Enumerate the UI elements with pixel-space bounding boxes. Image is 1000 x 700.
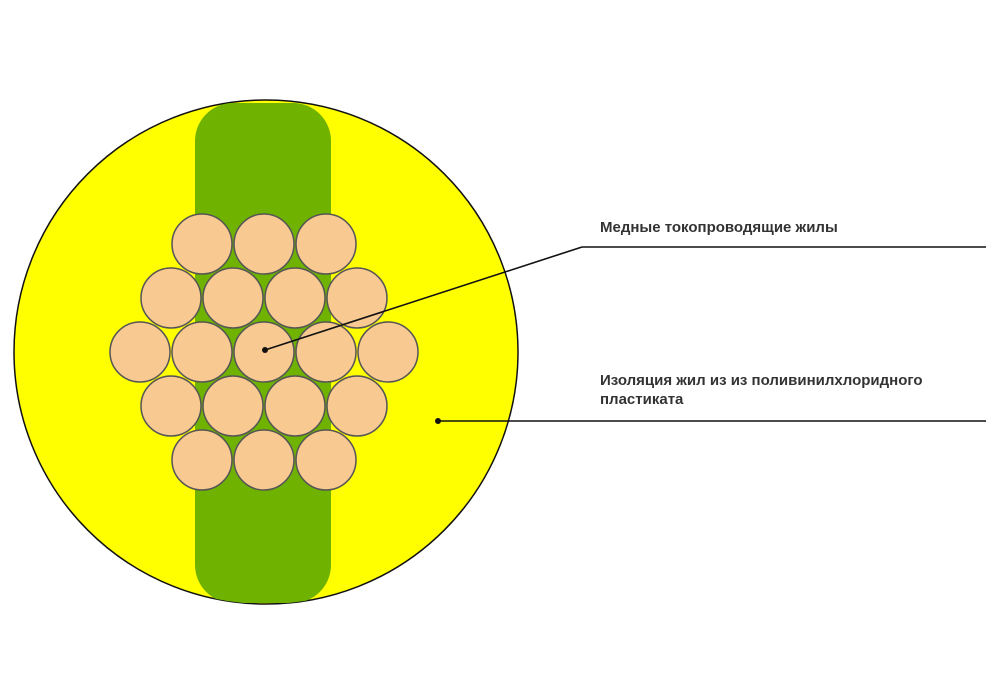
copper-wire bbox=[233, 429, 295, 491]
copper-wire bbox=[109, 321, 171, 383]
copper-wire bbox=[202, 375, 264, 437]
insulation-label-line-1: Изоляция жил из из поливинилхлоридного bbox=[600, 372, 923, 389]
copper-wire bbox=[171, 429, 233, 491]
insulation-label: Изоляция жил из из поливинилхлоридного п… bbox=[600, 371, 980, 409]
copper-wire bbox=[171, 321, 233, 383]
copper-wire bbox=[171, 213, 233, 275]
copper-wire bbox=[140, 375, 202, 437]
copper-wire bbox=[202, 267, 264, 329]
copper-wire bbox=[233, 213, 295, 275]
copper-wire bbox=[295, 321, 357, 383]
insulation-label-line-2: пластиката bbox=[600, 391, 684, 408]
conductors-label: Медные токопроводящие жилы bbox=[600, 219, 838, 236]
copper-wires-group bbox=[109, 213, 419, 491]
conductors-leader-line bbox=[264, 246, 583, 351]
copper-wire bbox=[264, 375, 326, 437]
copper-wire bbox=[326, 267, 388, 329]
copper-wire bbox=[295, 429, 357, 491]
insulation-pointer-dot bbox=[435, 418, 441, 424]
copper-wire bbox=[326, 375, 388, 437]
copper-wire bbox=[357, 321, 419, 383]
copper-wire bbox=[264, 267, 326, 329]
copper-wire bbox=[140, 267, 202, 329]
copper-wire bbox=[295, 213, 357, 275]
conductors-pointer-dot bbox=[262, 347, 268, 353]
